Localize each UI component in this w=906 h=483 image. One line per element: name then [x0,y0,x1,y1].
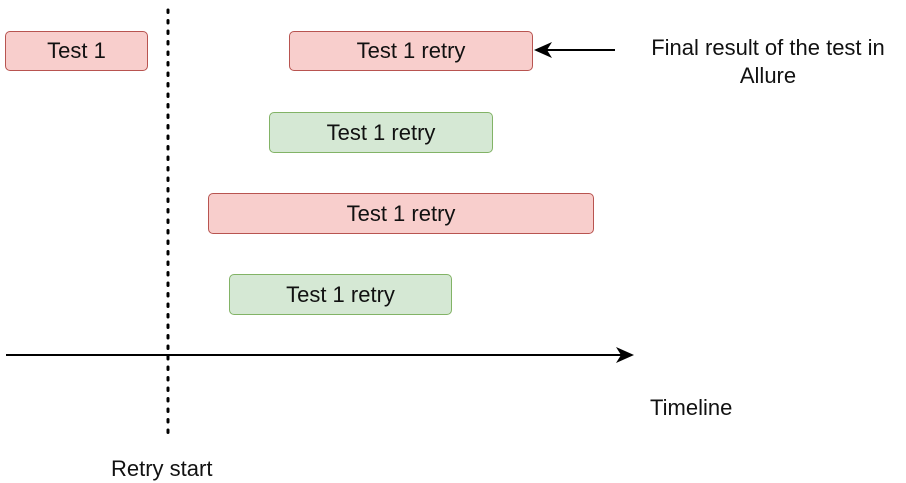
test-1-retry-box: Test 1 retry [208,193,594,234]
test-1-retry-box: Test 1 retry [269,112,493,153]
retry-start-label: Retry start [111,456,213,481]
test-1-box: Test 1 [5,31,148,71]
timeline-arrowhead [616,347,634,363]
box-label: Test 1 retry [356,38,466,63]
final-result-annotation: Final result of the test in Allure [620,34,906,89]
test-1-retry-box: Test 1 retry [289,31,533,71]
box-label: Test 1 retry [286,281,395,307]
box-label: Test 1 retry [326,119,436,145]
box-label: Test 1 [47,38,106,63]
box-label: Test 1 retry [346,200,456,226]
annotation-line-2: Allure [739,62,797,88]
test-1-retry-box: Test 1 retry [229,274,452,315]
timeline-label: Timeline [650,395,733,420]
annotation-arrowhead [534,42,552,58]
annotation-line-1: Final result of the test in [651,35,885,60]
